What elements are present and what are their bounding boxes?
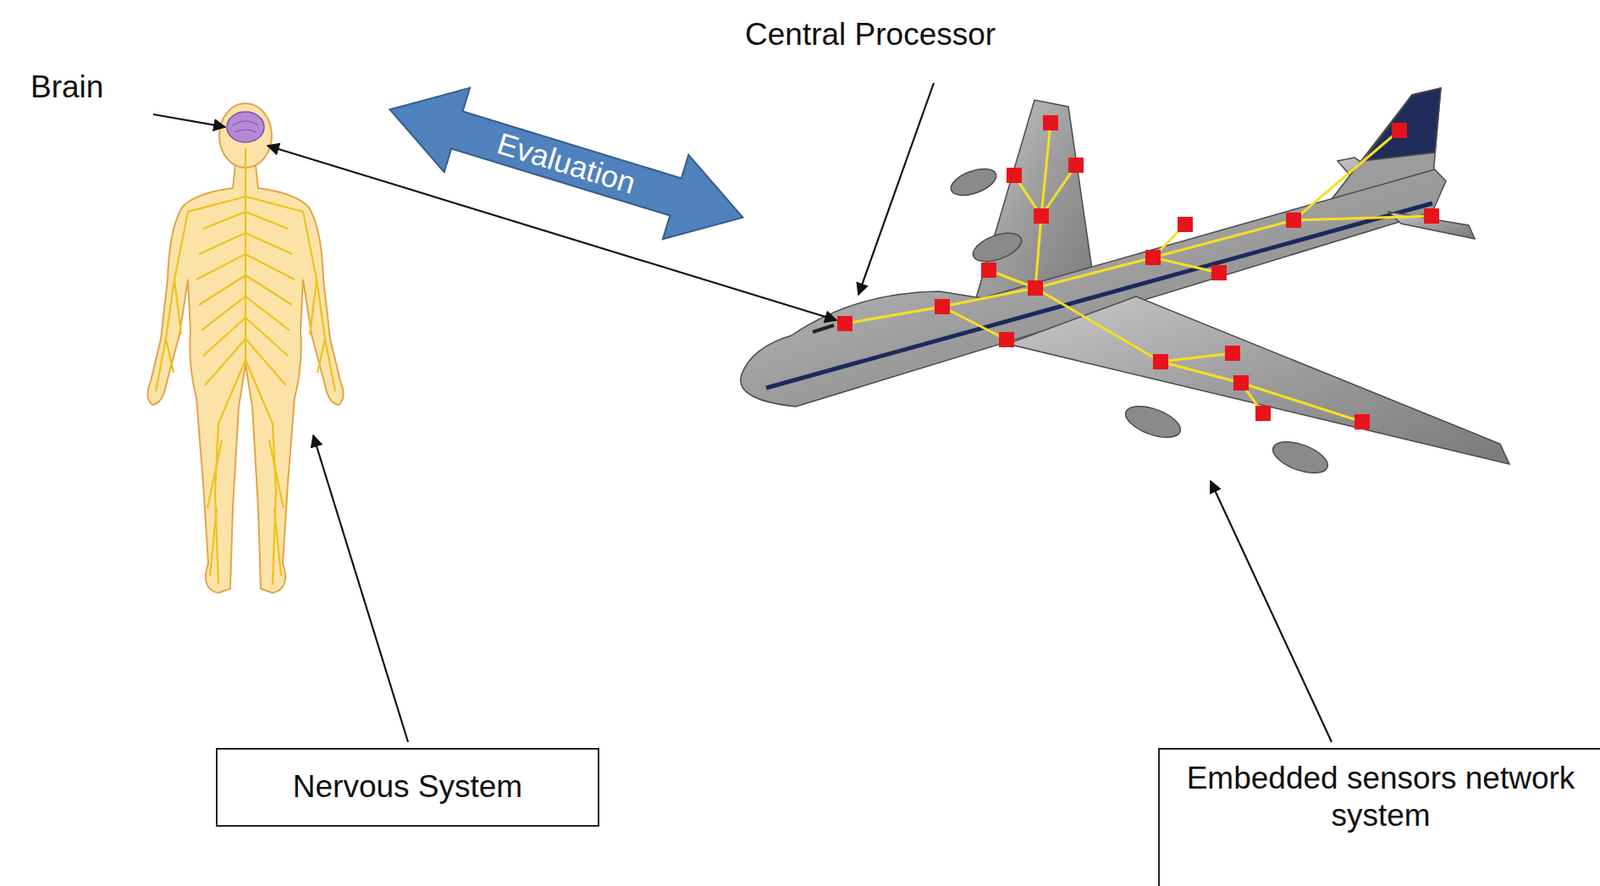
- sensor-link: [1153, 220, 1294, 258]
- brain: [226, 111, 265, 143]
- leader-line: [153, 114, 226, 127]
- node-text: Evaluation: [375, 65, 758, 262]
- fuselage: [740, 169, 1446, 407]
- nerves: [204, 338, 287, 576]
- sensor-node: [1042, 115, 1059, 131]
- sensor-link: [1035, 257, 1154, 288]
- node-text: Embedded sensors network system: [1164, 749, 1597, 835]
- sensor-link: [1241, 382, 1363, 422]
- leader-line: [313, 435, 409, 742]
- nerves: [165, 279, 326, 373]
- sensor-node: [1224, 345, 1241, 361]
- sensor-node: [998, 331, 1015, 348]
- nerves: [155, 196, 246, 392]
- sensor-node: [1068, 157, 1084, 173]
- sensor-node: [1354, 413, 1370, 430]
- sensor-link: [1293, 130, 1400, 221]
- caption-box: Embedded sensors network system: [1158, 747, 1600, 886]
- sensor-link: [1293, 215, 1432, 221]
- sensor-node: [1027, 280, 1043, 296]
- nerves: [245, 196, 336, 392]
- nerves: [245, 359, 276, 585]
- sensor-node: [934, 298, 950, 315]
- sensor-node: [1033, 208, 1049, 224]
- sensor-link: [942, 306, 1007, 340]
- sensor-link: [942, 287, 1036, 307]
- cockpit-window: [812, 325, 834, 332]
- sensor-link: [1035, 287, 1161, 362]
- human-figure: [147, 103, 343, 593]
- caption-box: Nervous System: [215, 747, 600, 827]
- sensor-node: [1177, 216, 1193, 232]
- near-wing: [1007, 296, 1510, 464]
- sensor-link: [1160, 353, 1233, 362]
- part-label: Central Processor: [744, 16, 996, 54]
- engine: [1268, 435, 1332, 479]
- sensor-node: [1391, 122, 1407, 138]
- sensor-link: [1153, 257, 1220, 273]
- sensor-node: [1233, 375, 1249, 391]
- sensor-node: [1211, 264, 1227, 281]
- nerves: [215, 359, 246, 585]
- sensor-node: [1145, 249, 1161, 265]
- sensor-link: [1160, 361, 1242, 383]
- sensor-node: [1006, 167, 1022, 183]
- sensor-node: [837, 315, 853, 332]
- sensor-node: [1285, 212, 1302, 228]
- nerves: [155, 148, 336, 585]
- nerves: [198, 275, 293, 356]
- engine: [947, 163, 1000, 201]
- node-text: Nervous System: [292, 767, 523, 806]
- evaluation-arrow: Evaluation: [375, 65, 758, 262]
- sensor-node: [1153, 353, 1169, 370]
- leader-line: [858, 82, 934, 295]
- leader-lines: [153, 82, 1332, 742]
- airplane: [740, 88, 1510, 480]
- part-label: Brain: [30, 69, 104, 106]
- sensor-link: [844, 306, 943, 324]
- sensor-link: [1041, 122, 1051, 216]
- sensor-node: [1423, 208, 1440, 224]
- engine: [1121, 399, 1185, 443]
- engine: [969, 227, 1026, 268]
- leader-line: [1210, 480, 1332, 742]
- sensor-node: [981, 262, 997, 278]
- sensor-network: [837, 115, 1440, 430]
- brain-fold: [232, 121, 259, 133]
- sensor-link: [1035, 215, 1042, 288]
- nerves: [196, 211, 295, 280]
- sensor-node: [1255, 405, 1271, 421]
